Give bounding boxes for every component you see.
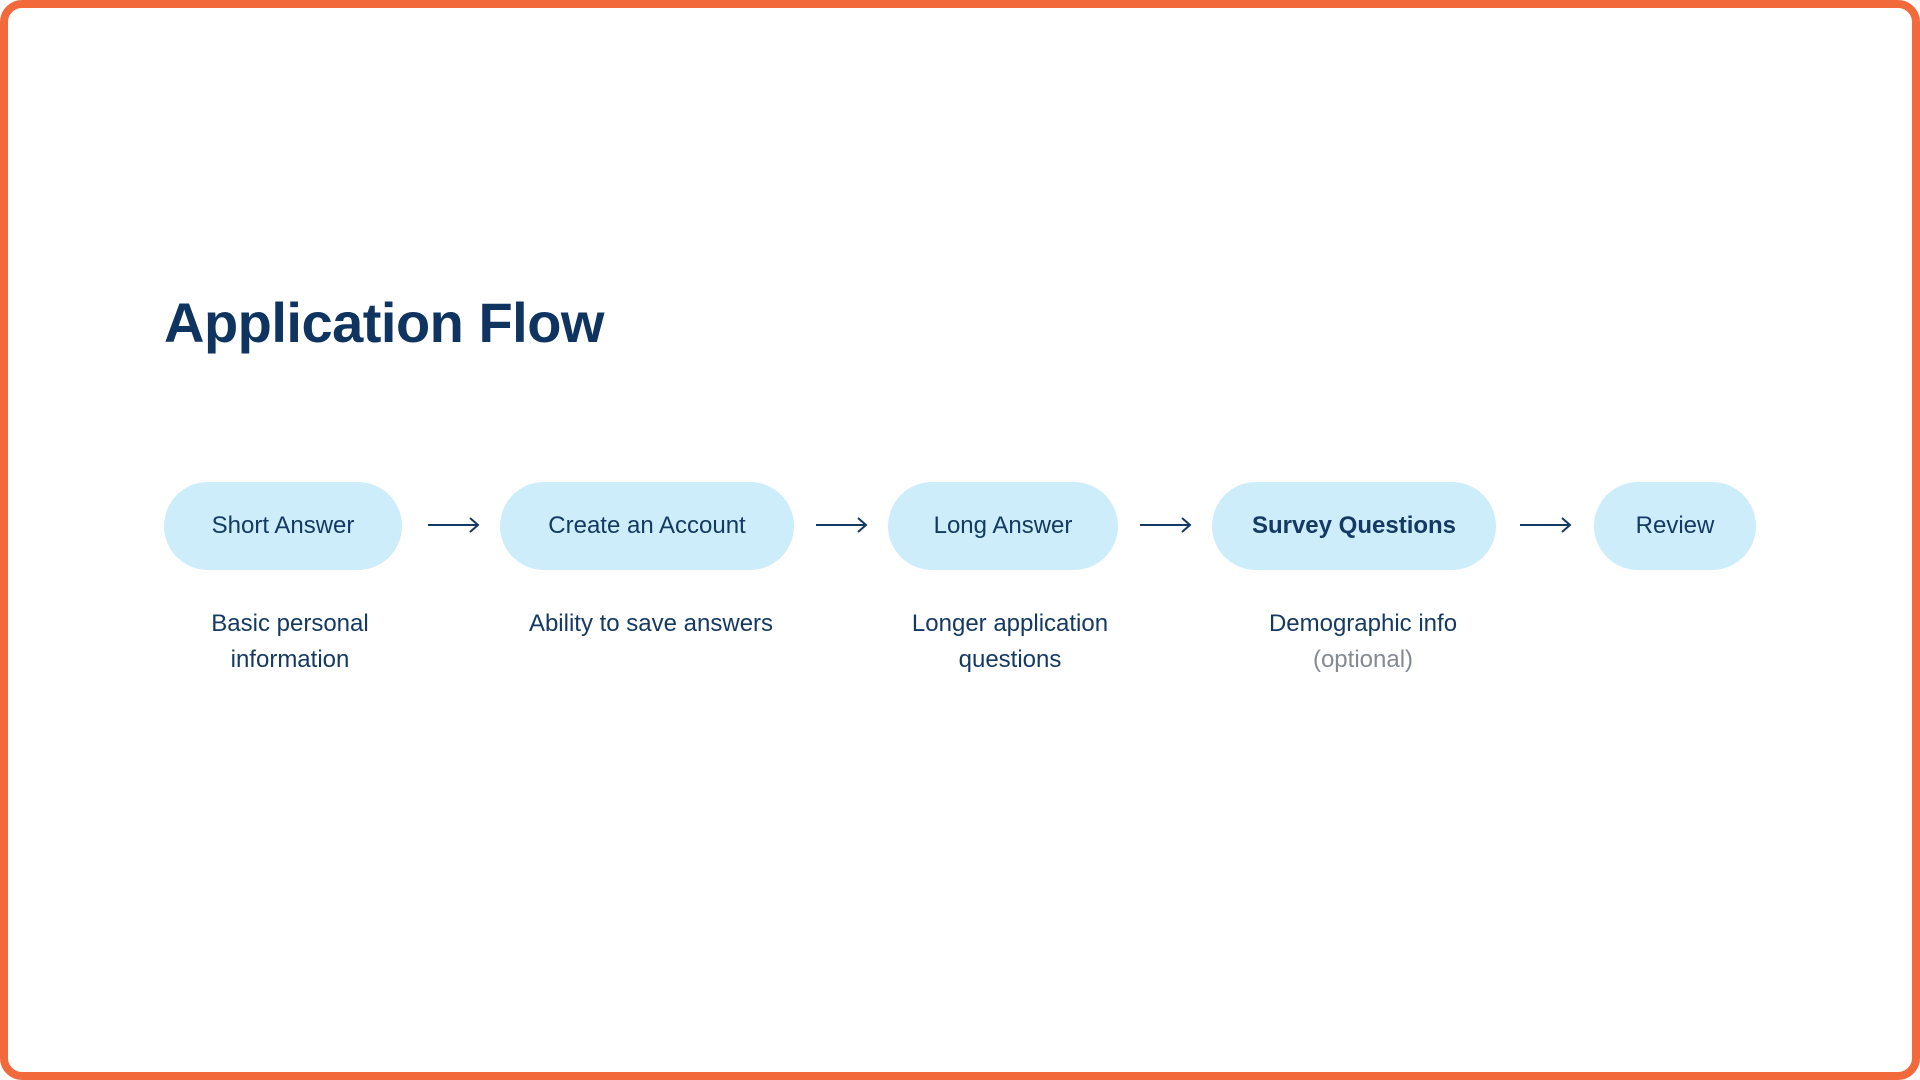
caption-line: Ability to save answers bbox=[528, 610, 774, 637]
arrow-right-icon bbox=[428, 517, 480, 533]
step-caption: Longer application questions bbox=[850, 606, 1170, 678]
step-caption: Basic personal information bbox=[130, 606, 450, 678]
step-short-answer: Short Answer bbox=[164, 482, 402, 570]
caption-line: questions bbox=[958, 646, 1062, 673]
step-create-an-account: Create an Account bbox=[500, 482, 794, 570]
step-caption: Demographic info (optional) bbox=[1203, 606, 1523, 678]
step-label: Long Answer bbox=[933, 512, 1073, 539]
step-label: Review bbox=[1635, 512, 1715, 539]
caption-line: Longer application bbox=[911, 610, 1109, 637]
step-review: Review bbox=[1594, 482, 1756, 570]
step-label: Short Answer bbox=[211, 512, 355, 539]
caption-line: Basic personal bbox=[211, 610, 369, 637]
caption-optional-note: (optional) bbox=[1312, 646, 1414, 673]
step-caption: Ability to save answers bbox=[491, 606, 811, 642]
arrow-right-icon bbox=[816, 517, 868, 533]
arrow-right-icon bbox=[1140, 517, 1192, 533]
step-survey-questions: Survey Questions bbox=[1212, 482, 1496, 570]
caption-line: Demographic info bbox=[1268, 610, 1458, 637]
step-long-answer: Long Answer bbox=[888, 482, 1118, 570]
arrow-right-icon bbox=[1520, 517, 1572, 533]
step-label: Create an Account bbox=[548, 512, 746, 539]
step-label: Survey Questions bbox=[1251, 512, 1457, 539]
caption-line: information bbox=[230, 646, 350, 673]
diagram-title: Application Flow bbox=[164, 291, 604, 354]
